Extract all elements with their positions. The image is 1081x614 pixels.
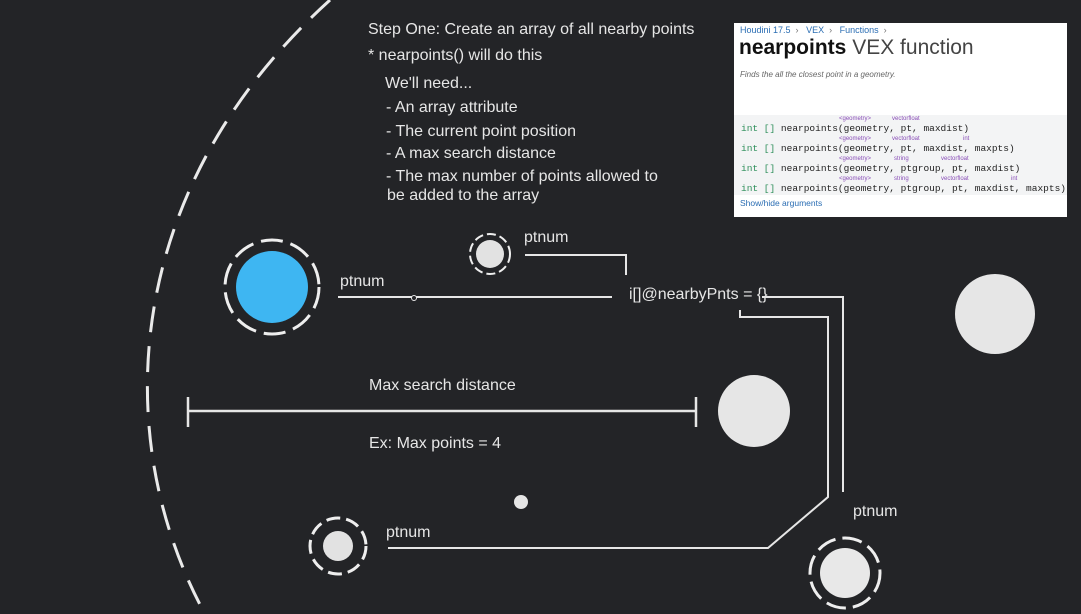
need-item-max-points: - The max number of points allowed to (386, 168, 658, 185)
sig1-return-type: int [] (741, 123, 776, 134)
sig4-hint-geometry: <geometry> (839, 176, 872, 182)
max-search-distance-label: Max search distance (369, 377, 516, 394)
max-points-label: Ex: Max points = 4 (369, 435, 502, 452)
current-point-ring (223, 238, 321, 336)
page-title-suffix: VEX function (852, 36, 974, 59)
bottom-right-point (820, 548, 870, 598)
bottom-left-point-ring (308, 516, 368, 576)
sig4-call: nearpoints(geometry, ptgroup, pt, maxdis… (780, 183, 1066, 194)
breadcrumb-separator-icon: › (883, 25, 887, 35)
sig1-call: nearpoints(geometry, pt, maxdist) (780, 123, 970, 134)
max-search-dimension (186, 397, 698, 427)
sig2-hint-geometry: <geometry> (839, 136, 872, 142)
mid-point (718, 375, 790, 447)
bottom-right-point-ring (808, 536, 882, 610)
signature-row: int [] nearpoints(geometry, ptgroup, pt,… (741, 183, 1066, 194)
array-attribute-label: i[]@nearbyPnts = {} (629, 286, 768, 303)
line-anchor-dot (411, 295, 417, 301)
houdini-docs-panel: Houdini 17.5 › VEX › Functions › nearpoints… (734, 23, 1067, 217)
ptnum-label-top: ptnum (524, 229, 569, 246)
connector-array-inner (388, 310, 829, 549)
sig3-return-type: int [] (741, 163, 776, 174)
sig3-call: nearpoints(geometry, ptgroup, pt, maxdis… (780, 163, 1021, 174)
need-item-array-attribute: - An array attribute (386, 99, 518, 116)
sig4-hint-int: int (1011, 176, 1018, 182)
sig2-hint-int: int (963, 136, 970, 142)
sig3-hint-geometry: <geometry> (839, 156, 872, 162)
sig4-hint-string: string (894, 176, 909, 182)
sig4-hint-vectorfloat: vectorfloat (941, 176, 969, 182)
breadcrumb-houdini[interactable]: Houdini 17.5 (740, 25, 791, 35)
sig3-hint-vectorfloat: vectorfloat (941, 156, 969, 162)
page-title-function: nearpoints (739, 36, 847, 59)
breadcrumb-separator-icon: › (829, 25, 833, 35)
sig2-call: nearpoints(geometry, pt, maxdist, maxpts… (780, 143, 1015, 154)
breadcrumb-vex[interactable]: VEX (806, 25, 825, 35)
breadcrumb: Houdini 17.5 › VEX › Functions › (740, 25, 892, 35)
ptnum-label-right: ptnum (853, 503, 898, 520)
bottom-left-point (323, 531, 353, 561)
top-point (476, 240, 504, 268)
need-item-max-points-cont: be added to the array (387, 187, 540, 204)
signature-row: int [] nearpoints(geometry, pt, maxdist,… (741, 143, 1015, 154)
nearpoints-bullet: * nearpoints() will do this (368, 47, 543, 64)
signature-row: int [] nearpoints(geometry, pt, maxdist) (741, 123, 969, 134)
need-label: We'll need... (385, 75, 473, 92)
signature-row: int [] nearpoints(geometry, ptgroup, pt,… (741, 163, 1020, 174)
need-item-point-position: - The current point position (386, 123, 577, 140)
show-hide-arguments-link[interactable]: Show/hide arguments (740, 198, 823, 208)
connector-top-to-array (525, 254, 627, 275)
sig4-return-type: int [] (741, 183, 776, 194)
breadcrumb-separator-icon: › (795, 25, 799, 35)
sig1-hint-geometry: <geometry> (839, 116, 872, 122)
connector-array-outer (762, 296, 844, 492)
ptnum-label-left: ptnum (340, 273, 385, 290)
function-description: Finds the all the closest point in a geo… (740, 70, 896, 79)
sig3-hint-string: string (894, 156, 909, 162)
breadcrumb-functions[interactable]: Functions (839, 25, 879, 35)
search-radius-arc (145, 0, 332, 614)
sig1-hint-vectorfloat: vectorfloat (892, 116, 920, 122)
current-point (236, 251, 308, 323)
tiny-point (514, 495, 528, 509)
top-point-ring (469, 233, 511, 275)
sig2-hint-vectorfloat: vectorfloat (892, 136, 920, 142)
connector-lines (338, 254, 844, 549)
signature-block: <geometry> vectorfloat int [] nearpoints… (734, 115, 1067, 195)
step-title: Step One: Create an array of all nearby … (368, 21, 695, 38)
ptnum-label-bottom: ptnum (386, 524, 431, 541)
sig2-return-type: int [] (741, 143, 776, 154)
far-point-right (955, 274, 1035, 354)
need-item-max-distance: - A max search distance (386, 145, 556, 162)
page-title: nearpoints VEX function (739, 36, 974, 60)
